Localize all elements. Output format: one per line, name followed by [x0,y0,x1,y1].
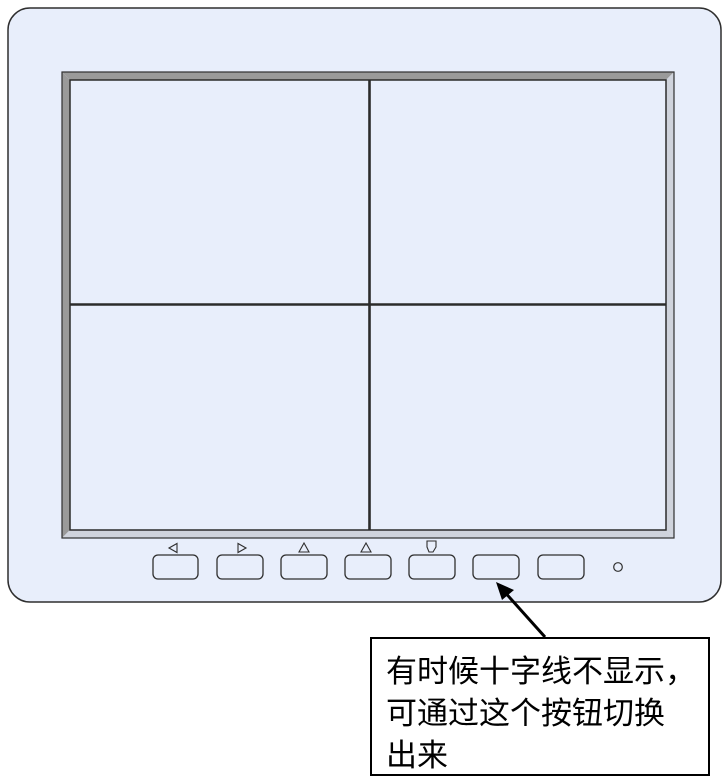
panel-button-4[interactable] [344,541,392,580]
screen-frame-right [666,72,674,538]
quadrant-bottom-right [371,306,665,529]
annotation-arrow-head [496,582,514,600]
panel-button-7[interactable] [537,554,585,580]
panel-button-3[interactable] [280,541,328,580]
panel-button-1[interactable] [152,542,199,580]
screen-frame-bottom [62,530,674,538]
annotation-arrow-line [500,587,547,639]
screen-frame-top [62,72,674,80]
front-panel-buttons [152,540,585,580]
triangle-up-icon [360,541,372,553]
callout-line-3: 出来 [386,738,448,774]
quadrant-bottom-left [71,306,368,529]
triangle-up-icon [298,541,310,553]
annotation-callout: 有时候十字线不显示， 可通过这个按钮切换 出来 [370,637,710,776]
callout-line-1: 有时候十字线不显示， [386,654,696,690]
power-led-icon [613,562,623,572]
panel-button-6-crosshair-toggle[interactable] [472,554,520,580]
quadrant-top-left [71,81,368,303]
callout-line-2: 可通过这个按钮切换 [386,696,665,732]
screen-frame-left [62,72,70,538]
menu-flag-icon [426,540,437,553]
screen-frame-outline [61,71,675,539]
panel-button-2[interactable] [216,542,264,580]
quadrant-top-right [371,81,665,303]
triangle-left-icon [167,542,178,554]
triangle-right-icon [237,542,248,554]
panel-button-5[interactable] [408,540,456,580]
